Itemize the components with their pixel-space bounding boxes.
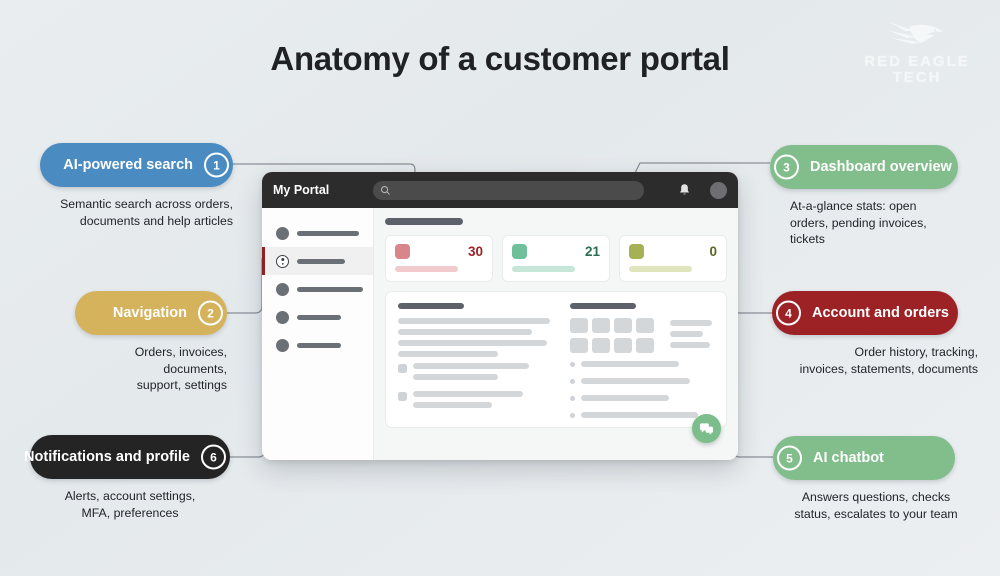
sidebar-item-label [297,342,341,348]
stats-row: 30 21 0 [385,235,727,282]
tile-grid[interactable] [570,318,654,353]
list-item[interactable] [398,391,550,413]
list-item[interactable] [570,395,714,406]
search-icon [381,185,390,195]
content-column-left [398,303,550,416]
callout-5: AI chatbot 5 Answers questions, checks s… [773,436,958,522]
sidebar-item-label [297,258,345,264]
circle-icon [276,282,289,296]
callout-3-caption: At-a-glance stats: open orders, pending … [790,199,927,247]
list-item[interactable] [570,361,714,372]
stat-value: 21 [584,244,600,259]
chat-bubble-icon [699,422,714,435]
sidebar-item-2[interactable] [262,247,373,275]
callout-5-badge: 5 [777,445,802,471]
list-item[interactable] [570,412,714,423]
callout-5-pill[interactable]: AI chatbot 5 [773,436,955,480]
portal-main: 30 21 0 [374,208,738,460]
stat-swatch [629,244,644,259]
column-heading-placeholder [398,303,464,309]
callout-5-caption: Answers questions, checks status, escala… [794,490,958,521]
search-input[interactable] [373,180,644,200]
callout-2-caption: Orders, invoices, documents, support, se… [134,345,227,393]
bullet-icon [570,379,575,384]
item-icon [398,392,407,401]
bullet-icon [570,396,575,401]
eagle-icon [887,22,943,44]
stat-card[interactable]: 21 [502,235,610,282]
callout-2-badge: 2 [198,300,223,326]
callout-4-caption: Order history, tracking, invoices, state… [799,345,978,376]
portal-sidebar [262,208,374,460]
list-item[interactable] [570,378,714,389]
callout-6-badge: 6 [201,444,226,470]
callout-4-badge: 4 [776,300,801,326]
stat-value: 30 [467,244,483,259]
stat-card[interactable]: 30 [385,235,493,282]
content-column-right [570,303,714,418]
callout-3: Dashboard overview 3 At-a-glance stats: … [770,145,958,248]
callout-5-label: AI chatbot [813,450,884,466]
callout-1-label: AI-powered search [63,157,193,173]
callout-4-label: Account and orders [812,305,949,321]
circle-icon [276,226,289,240]
callout-1-pill[interactable]: AI-powered search 1 [40,143,233,187]
stat-bar [629,266,693,272]
brand-logo: RED EAGLE TECH [852,18,982,86]
callout-6-label: Notifications and profile [24,449,190,465]
portal-body: 30 21 0 [262,208,738,460]
stat-bar [512,266,576,272]
portal-brand: My Portal [273,183,330,197]
bell-icon[interactable] [678,183,691,197]
logo-line-1: RED EAGLE [864,53,970,70]
callout-4-pill[interactable]: Account and orders 4 [772,291,958,335]
sidebar-item-1[interactable] [262,219,373,247]
stat-value: 0 [709,244,717,259]
bullet-icon [570,362,575,367]
connector-1 [233,163,416,188]
stat-card[interactable]: 0 [619,235,727,282]
callout-4: Account and orders 4 Order history, trac… [772,291,978,377]
user-icon [276,254,289,268]
portal-topbar: My Portal [262,172,738,208]
sidebar-item-label [297,286,363,292]
callout-6-caption: Alerts, account settings, MFA, preferenc… [64,489,196,520]
portal-window: My Portal [262,172,738,460]
callout-2-label: Navigation [112,305,187,321]
avatar[interactable] [710,181,727,199]
list-item[interactable] [398,363,550,385]
callout-2: Navigation 2 Orders, invoices, documents… [75,291,227,394]
callout-3-pill[interactable]: Dashboard overview 3 [770,145,958,189]
sidebar-item-label [297,230,359,236]
content-panel [385,291,727,428]
stat-swatch [512,244,527,259]
sidebar-item-3[interactable] [262,275,373,303]
sidebar-item-label [297,314,341,320]
connector-2 [227,258,274,314]
callout-3-badge: 3 [774,154,799,180]
chat-fab-button[interactable] [692,414,721,443]
sidebar-item-5[interactable] [262,331,373,359]
circle-icon [276,310,289,324]
bullet-icon [570,413,575,418]
sidebar-item-4[interactable] [262,303,373,331]
stat-bar [395,266,459,272]
callout-6-pill[interactable]: Notifications and profile 6 [24,435,230,479]
callout-1-caption: Semantic search across orders, documents… [60,197,233,228]
stat-swatch [395,244,410,259]
item-icon [398,364,407,373]
callout-1-badge: 1 [204,152,229,178]
callout-6: Notifications and profile 6 Alerts, acco… [24,435,230,521]
logo-line-2: TECH [892,68,942,86]
circle-icon [276,338,289,352]
page-title: Anatomy of a customer portal [270,40,730,77]
callout-1: AI-powered search 1 Semantic search acro… [40,143,233,229]
main-heading-placeholder [385,218,463,225]
column-heading-placeholder [570,303,636,309]
callout-3-label: Dashboard overview [810,159,952,175]
callout-2-pill[interactable]: Navigation 2 [75,291,227,335]
